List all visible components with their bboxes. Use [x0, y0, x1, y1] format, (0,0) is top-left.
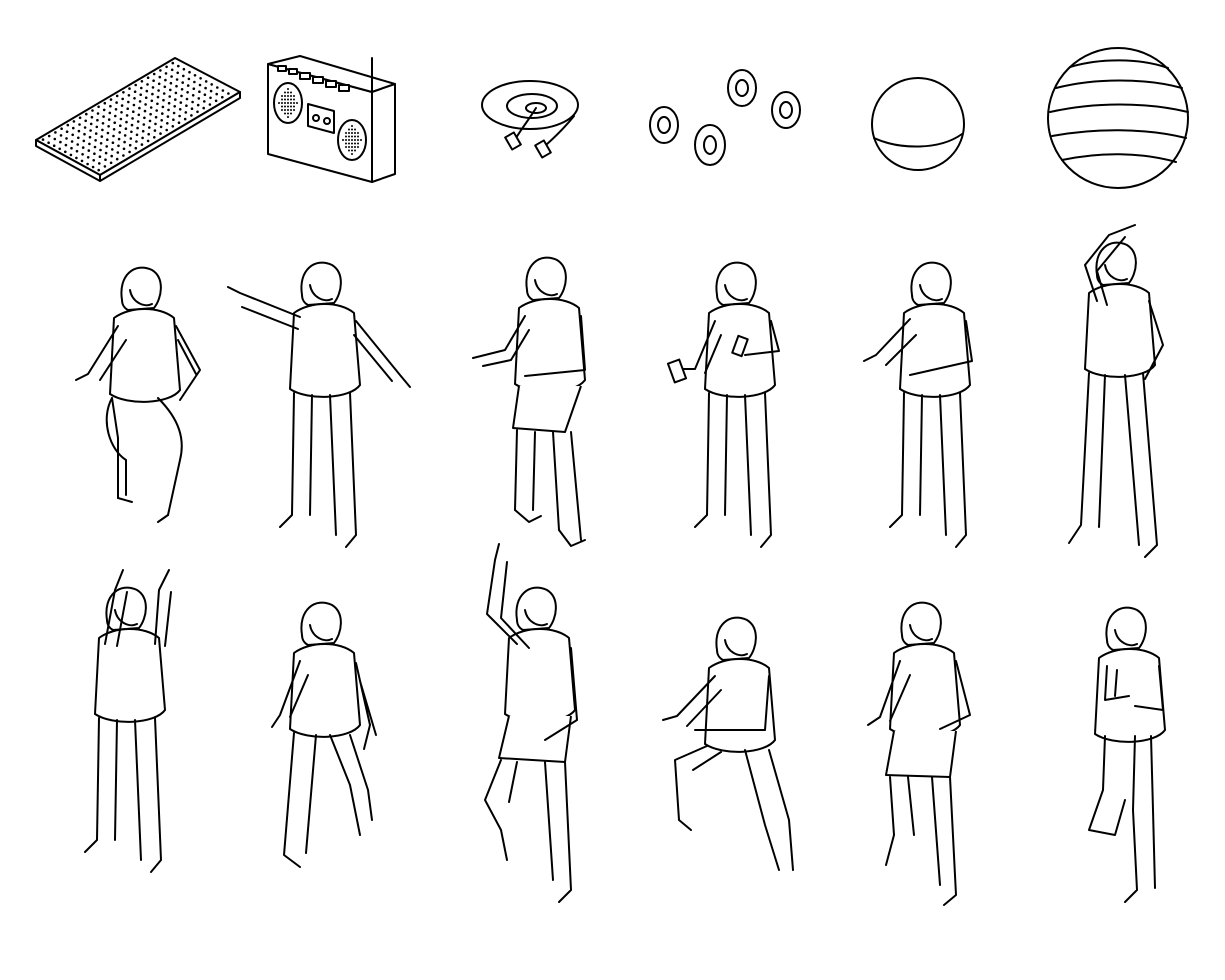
arms — [666, 320, 780, 384]
squat-figure — [75, 266, 201, 523]
shorts-gesture-figure — [472, 256, 586, 547]
arms — [271, 660, 377, 750]
torso — [899, 303, 971, 398]
torso — [109, 308, 181, 403]
high-knee-figure — [484, 543, 578, 903]
lunge-figure — [662, 616, 794, 871]
legs — [1088, 735, 1156, 903]
head — [715, 261, 757, 306]
arms — [867, 660, 971, 730]
torso — [704, 658, 776, 753]
torso — [1094, 648, 1166, 743]
head — [515, 586, 557, 631]
legs — [1068, 372, 1158, 558]
head — [910, 261, 952, 306]
legs — [889, 392, 967, 548]
head — [300, 261, 342, 306]
head — [900, 601, 942, 646]
kettlebell-icon — [871, 62, 965, 171]
legs — [84, 717, 162, 873]
jogging-figure — [867, 601, 971, 906]
torso — [289, 643, 361, 738]
legs — [484, 715, 572, 903]
head — [715, 616, 757, 661]
arms — [75, 325, 201, 401]
head — [300, 601, 342, 646]
arms — [863, 318, 973, 376]
exercise-ball-icon — [1047, 47, 1189, 189]
legs — [512, 385, 586, 547]
legs — [885, 730, 957, 906]
legs — [105, 397, 183, 523]
head — [1095, 241, 1137, 286]
head — [525, 256, 567, 301]
legs — [674, 745, 794, 871]
side-stretch-figure — [1068, 224, 1164, 558]
arms — [486, 543, 578, 741]
head — [120, 266, 162, 311]
torso — [1084, 283, 1156, 378]
legs — [694, 392, 772, 548]
massage-mat-icon — [35, 57, 241, 182]
dumbbell-figure — [666, 261, 780, 548]
arms — [104, 569, 172, 647]
head — [1105, 606, 1147, 651]
boombox-icon — [267, 55, 396, 183]
legs — [279, 392, 357, 548]
walking-figure — [271, 601, 377, 868]
arms — [227, 286, 411, 388]
arms-forward-figure — [863, 261, 973, 548]
arms-up-figure — [84, 569, 172, 873]
arms — [472, 315, 586, 377]
torso — [289, 303, 361, 398]
torso — [94, 628, 166, 723]
torso — [514, 298, 586, 393]
legs — [283, 732, 373, 868]
dumbbells-icon — [649, 69, 801, 166]
arms — [1104, 665, 1164, 711]
jump-rope-icon — [481, 80, 579, 159]
tree-pose-figure — [1088, 606, 1166, 903]
arms-spread-figure — [227, 261, 411, 548]
arms — [662, 675, 770, 731]
torso — [889, 643, 961, 738]
arms — [1084, 224, 1164, 380]
